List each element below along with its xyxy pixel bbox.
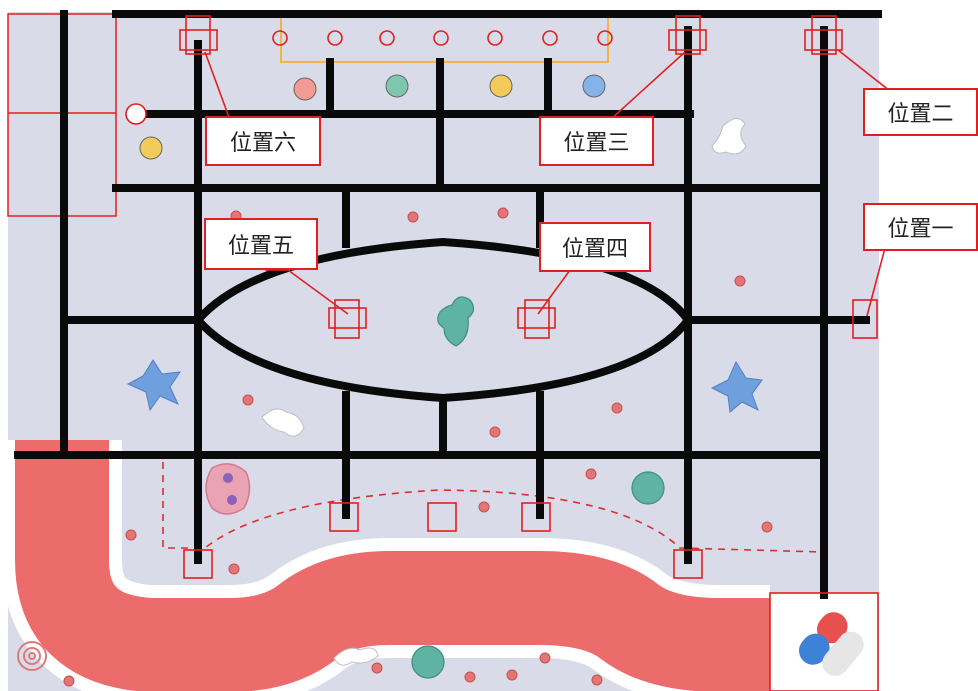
bacterium-icon (437, 296, 475, 347)
callout-position-four: 位置四 (539, 222, 651, 272)
road (15, 440, 770, 691)
callout-position-one: 位置一 (863, 203, 978, 251)
virus-icons (126, 359, 763, 413)
swirl-icon (17, 641, 47, 671)
callout-position-three: 位置三 (539, 116, 654, 166)
pill-icon (799, 612, 864, 676)
cell-icons (261, 118, 747, 666)
callout-position-two: 位置二 (863, 88, 978, 136)
top-gate (280, 12, 609, 63)
track-lines (14, 10, 882, 599)
top-circles (125, 30, 613, 125)
callout-position-six: 位置六 (205, 116, 321, 166)
bug-icons (139, 74, 606, 160)
callout-position-five: 位置五 (204, 218, 318, 270)
pink-cell-icon (205, 463, 251, 515)
position-markers (179, 15, 879, 691)
dashed-boundary (162, 462, 823, 553)
spiky-virus-icon (411, 471, 665, 679)
